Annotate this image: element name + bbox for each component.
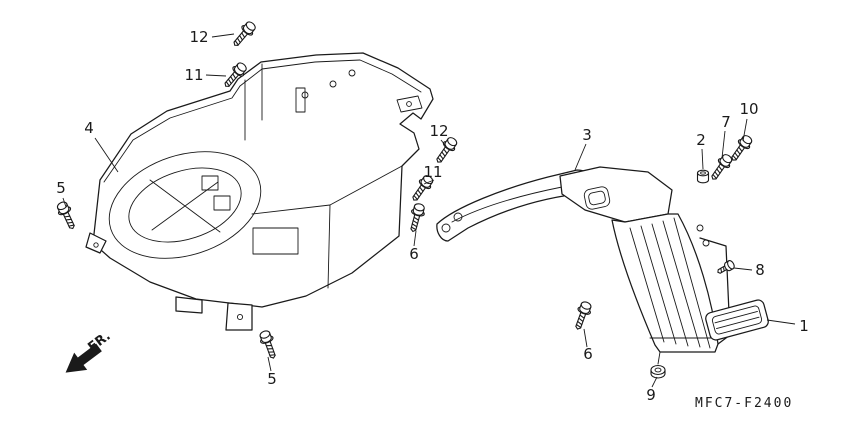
mudguard-ribs xyxy=(629,217,717,349)
callout-11a: 11 xyxy=(184,66,203,84)
rear-fender-b-part xyxy=(436,166,731,365)
bolt-6-lower xyxy=(570,299,594,332)
nut-9 xyxy=(650,364,666,379)
callout-5b: 5 xyxy=(267,370,277,388)
callout-11b: 11 xyxy=(423,163,442,181)
callout-9: 9 xyxy=(646,386,656,404)
callout-12b: 12 xyxy=(429,122,448,140)
fender-upper-body xyxy=(559,166,673,223)
fender-side-bracket xyxy=(699,237,731,345)
bolt-6-middle xyxy=(406,201,428,234)
grommet-2 xyxy=(696,169,710,184)
callout-6b: 6 xyxy=(583,345,593,363)
stay-mount-hole xyxy=(453,212,463,222)
callout-5a: 5 xyxy=(56,179,66,197)
fender-mudguard xyxy=(611,213,719,353)
callout-10: 10 xyxy=(739,100,758,118)
callout-3: 3 xyxy=(582,126,592,144)
tray-oval-recess xyxy=(108,151,262,259)
callout-12a: 12 xyxy=(189,28,208,46)
figure-code: MFC7-F2400 xyxy=(695,396,793,411)
bolt-7 xyxy=(706,151,735,184)
leader-lines xyxy=(62,33,796,388)
callout-8: 8 xyxy=(755,261,765,279)
bolt-5-left xyxy=(54,199,80,232)
reflector-part xyxy=(705,299,769,341)
callouts: 12 11 4 5 12 11 6 5 3 2 7 10 8 1 9 6 xyxy=(56,28,809,404)
rear-fender-a-part xyxy=(85,52,434,331)
callout-6a: 6 xyxy=(409,245,419,263)
screw-8 xyxy=(715,258,737,277)
callout-4: 4 xyxy=(84,119,94,137)
fender-grab-slot xyxy=(583,186,611,210)
callout-1: 1 xyxy=(799,317,809,335)
callout-7: 7 xyxy=(721,113,731,131)
tray-molding-details xyxy=(201,63,423,289)
tray-bottom-tab xyxy=(175,296,203,314)
callout-2: 2 xyxy=(696,131,706,149)
fender-mount-boss xyxy=(696,224,704,232)
tray-bolt-tab xyxy=(225,302,253,331)
stay-mount-hole xyxy=(441,223,451,233)
bolt-5-bottom xyxy=(257,328,281,361)
tray-outline xyxy=(92,52,434,308)
front-direction-marker: FR. xyxy=(65,329,114,373)
front-arrow-icon xyxy=(65,343,102,373)
